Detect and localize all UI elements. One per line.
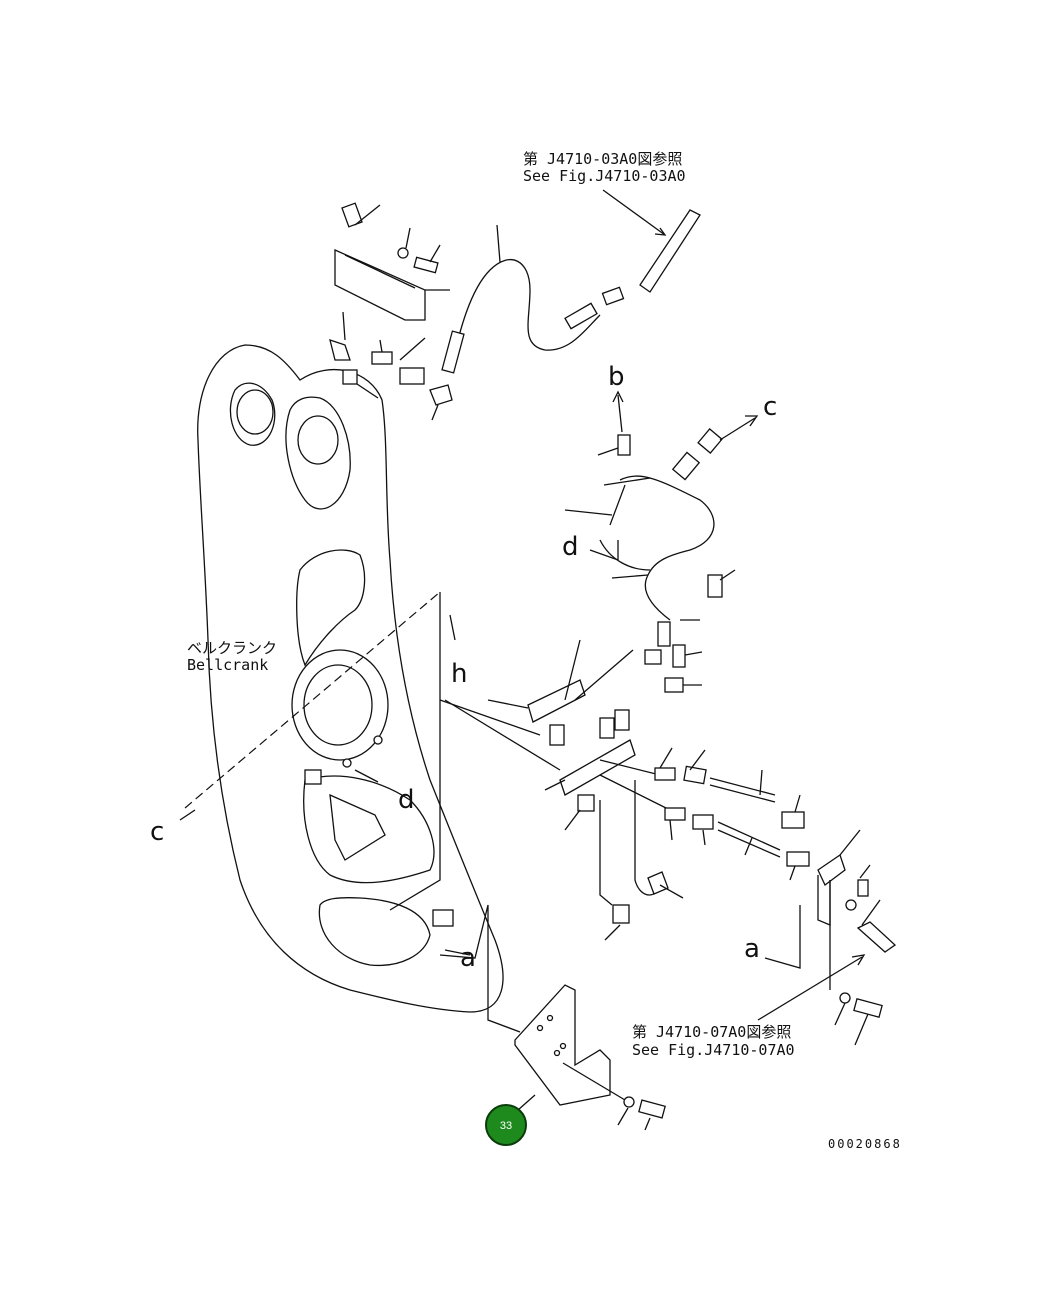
arrow-h: [449, 614, 456, 641]
letter-d-lower: d: [398, 785, 415, 815]
ref-top-en: See Fig.J4710-03A0: [523, 167, 686, 185]
ref-bottom-en: See Fig.J4710-07A0: [632, 1041, 795, 1059]
bellcrank-label-en: Bellcrank: [187, 656, 268, 674]
pipe-assembly: [564, 390, 759, 693]
arrow-c: [179, 809, 196, 821]
letter-c-lower: c: [150, 817, 164, 847]
valve-block-assembly: [439, 639, 897, 1046]
ref-bottom-jp: 第 J4710-07A0図参照: [632, 1023, 791, 1041]
part-callout-33[interactable]: 33: [485, 1104, 527, 1146]
letter-d-upper: d: [562, 532, 579, 562]
arrow-d: [354, 769, 379, 783]
callout-label[interactable]: 33: [500, 1120, 512, 1132]
callout-circle[interactable]: [485, 1104, 527, 1146]
top-bracket-assembly: [329, 189, 701, 421]
drawing-number: 00020868: [828, 1137, 902, 1151]
bellcrank-label-jp: ベルクランク: [187, 639, 277, 657]
guard-plate: [514, 984, 666, 1131]
arrow-a: [444, 949, 471, 956]
letter-b: b: [608, 362, 625, 392]
letter-a-left: a: [460, 943, 476, 973]
letter-c-upper: c: [763, 392, 777, 422]
ref-top-jp: 第 J4710-03A0図参照: [523, 150, 682, 168]
letter-h: h: [451, 659, 467, 689]
letter-a-right: a: [744, 934, 760, 964]
bellcrank-body: [197, 344, 504, 1013]
leader-h: [389, 592, 441, 911]
